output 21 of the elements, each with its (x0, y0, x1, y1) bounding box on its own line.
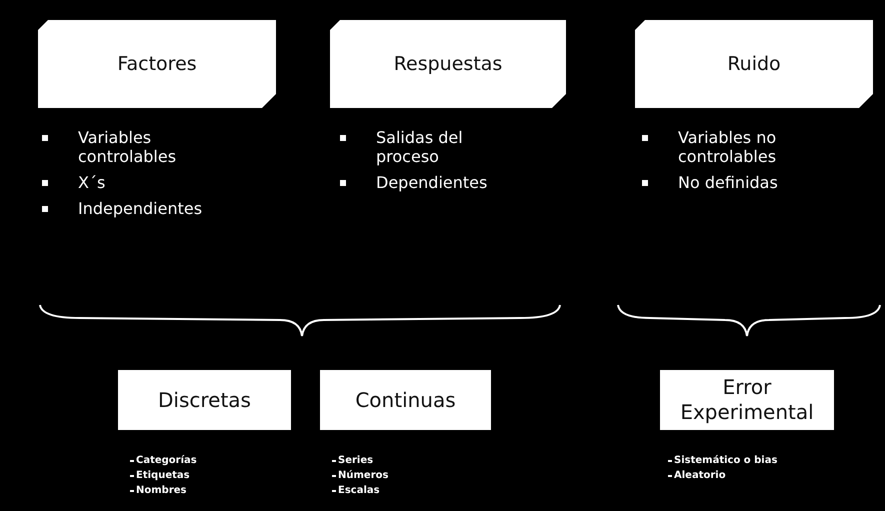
category-box: Respuestas (330, 20, 566, 108)
category-box: Discretas (118, 370, 291, 430)
bullet-item: Series (332, 453, 388, 468)
bullet-item: Variables controlables (38, 128, 228, 166)
bullet-item: Independientes (38, 199, 228, 218)
bullet-item: Aleatorio (668, 468, 778, 483)
bullet-item: Variables no controlables (638, 128, 828, 166)
category-box: Ruido (635, 20, 873, 108)
bullet-item: Sistemático o bias (668, 453, 778, 468)
bullet-item: Números (332, 468, 388, 483)
bullet-item: Nombres (130, 483, 197, 498)
category-box: Error Experimental (660, 370, 834, 430)
category-box: Factores (38, 20, 276, 108)
bullet-item: Etiquetas (130, 468, 197, 483)
bullet-item: Dependientes (336, 173, 526, 192)
bullet-item: X´s (38, 173, 228, 192)
bullet-item: Salidas del proceso (336, 128, 526, 166)
category-box: Continuas (320, 370, 491, 430)
bullet-item: No definidas (638, 173, 828, 192)
bullet-item: Categorías (130, 453, 197, 468)
bullet-item: Escalas (332, 483, 388, 498)
